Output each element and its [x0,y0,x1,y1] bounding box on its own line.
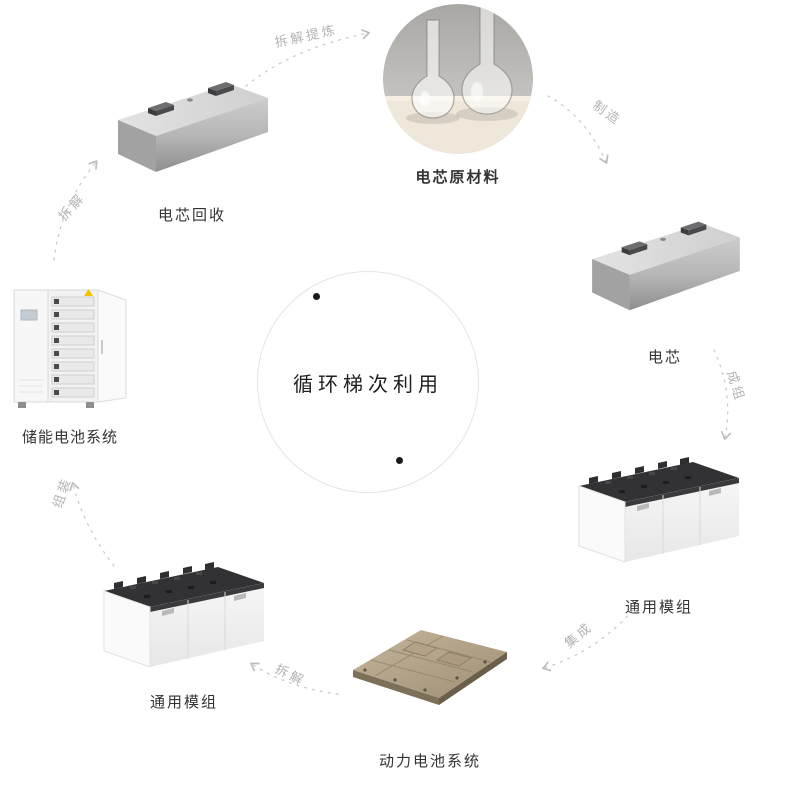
node-label-power-battery-system: 动力电池系统 [378,752,481,770]
arc-module-to-power-system [542,603,639,672]
circle-dot-bottom [396,457,403,464]
node-label-module-left: 通用模组 [149,693,218,711]
arc-raw-materials-to-cell [547,95,609,164]
center-circle: 循环梯次利用 [257,271,479,493]
battery-cell-image [592,221,740,311]
node-module-right: 通用模组 [575,440,743,617]
arc-module-to-storage-system [69,481,115,567]
node-cell-recycling: 电芯回收 [112,58,272,225]
node-label-cell: 电芯 [647,348,682,366]
node-label-cell-recycling: 电芯回收 [157,206,226,224]
node-label-storage-system: 储能电池系统 [21,428,118,446]
node-label-raw-materials: 电芯原材料 [415,168,501,186]
storage-cabinet-image [13,289,127,408]
battery-module-image [578,457,739,563]
circle-dot-top [313,293,320,300]
raw-materials-photo [383,4,533,154]
node-storage-system: 储能电池系统 [8,280,132,447]
power-battery-pack-image [353,630,507,705]
node-label-module-right: 通用模组 [624,598,693,616]
arc-cell-to-module [713,349,732,441]
node-cell: 电芯 [586,198,744,367]
battery-cell-recycling-image [118,82,268,172]
arc-power-system-to-module [250,662,339,695]
battery-module-image [103,562,264,668]
node-power-battery-system: 动力电池系统 [345,612,515,771]
node-module-left: 通用模组 [100,545,268,712]
node-raw-materials: 电芯原材料 [380,4,536,187]
diagram-title: 循环梯次利用 [293,371,443,396]
arc-storage-system-to-recycling [53,160,98,261]
